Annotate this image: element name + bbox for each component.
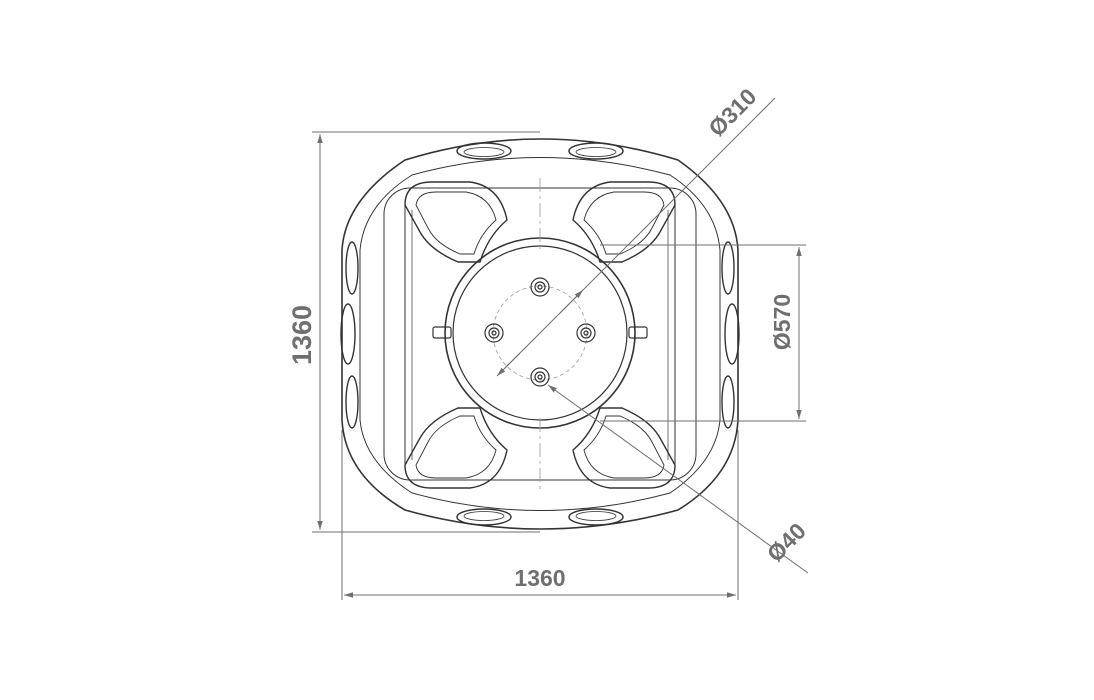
handle-top-right — [572, 181, 676, 335]
diameter-570-label: Ø570 — [769, 294, 795, 350]
edge-slots — [340, 142, 740, 526]
bottom-slot-left — [456, 508, 512, 526]
d310-arrow-lower — [496, 352, 521, 377]
width-label: 1360 — [514, 565, 565, 591]
diameter-310-label: Ø310 — [703, 83, 761, 141]
d310-leader — [504, 97, 776, 369]
side-lugs — [432, 326, 648, 339]
bolt-hole-bottom — [530, 367, 550, 387]
right-slots — [721, 241, 740, 429]
bolt-hole-left — [484, 323, 504, 343]
bolt-circle — [492, 285, 588, 381]
bolt-hole-right — [576, 323, 596, 343]
bolt-holes — [484, 277, 596, 387]
d310-arrow-upper — [559, 289, 584, 314]
dimension-labels: 1360 1360 Ø310 Ø570 Ø40 — [287, 83, 811, 591]
handle-bottom-left — [404, 335, 508, 489]
d40-leader — [547, 384, 809, 574]
handle-top-left — [404, 181, 508, 335]
top-slot-right — [568, 142, 624, 160]
diameter-40-label: Ø40 — [762, 518, 811, 567]
dimension-lines — [312, 97, 809, 600]
bolt-hole-top — [530, 277, 550, 297]
top-slot-left — [456, 142, 512, 160]
height-label: 1360 — [287, 305, 317, 365]
handle-bottom-right — [572, 335, 676, 489]
bottom-slot-right — [568, 508, 624, 526]
left-slots — [340, 241, 359, 429]
handle-cutouts — [404, 181, 676, 489]
